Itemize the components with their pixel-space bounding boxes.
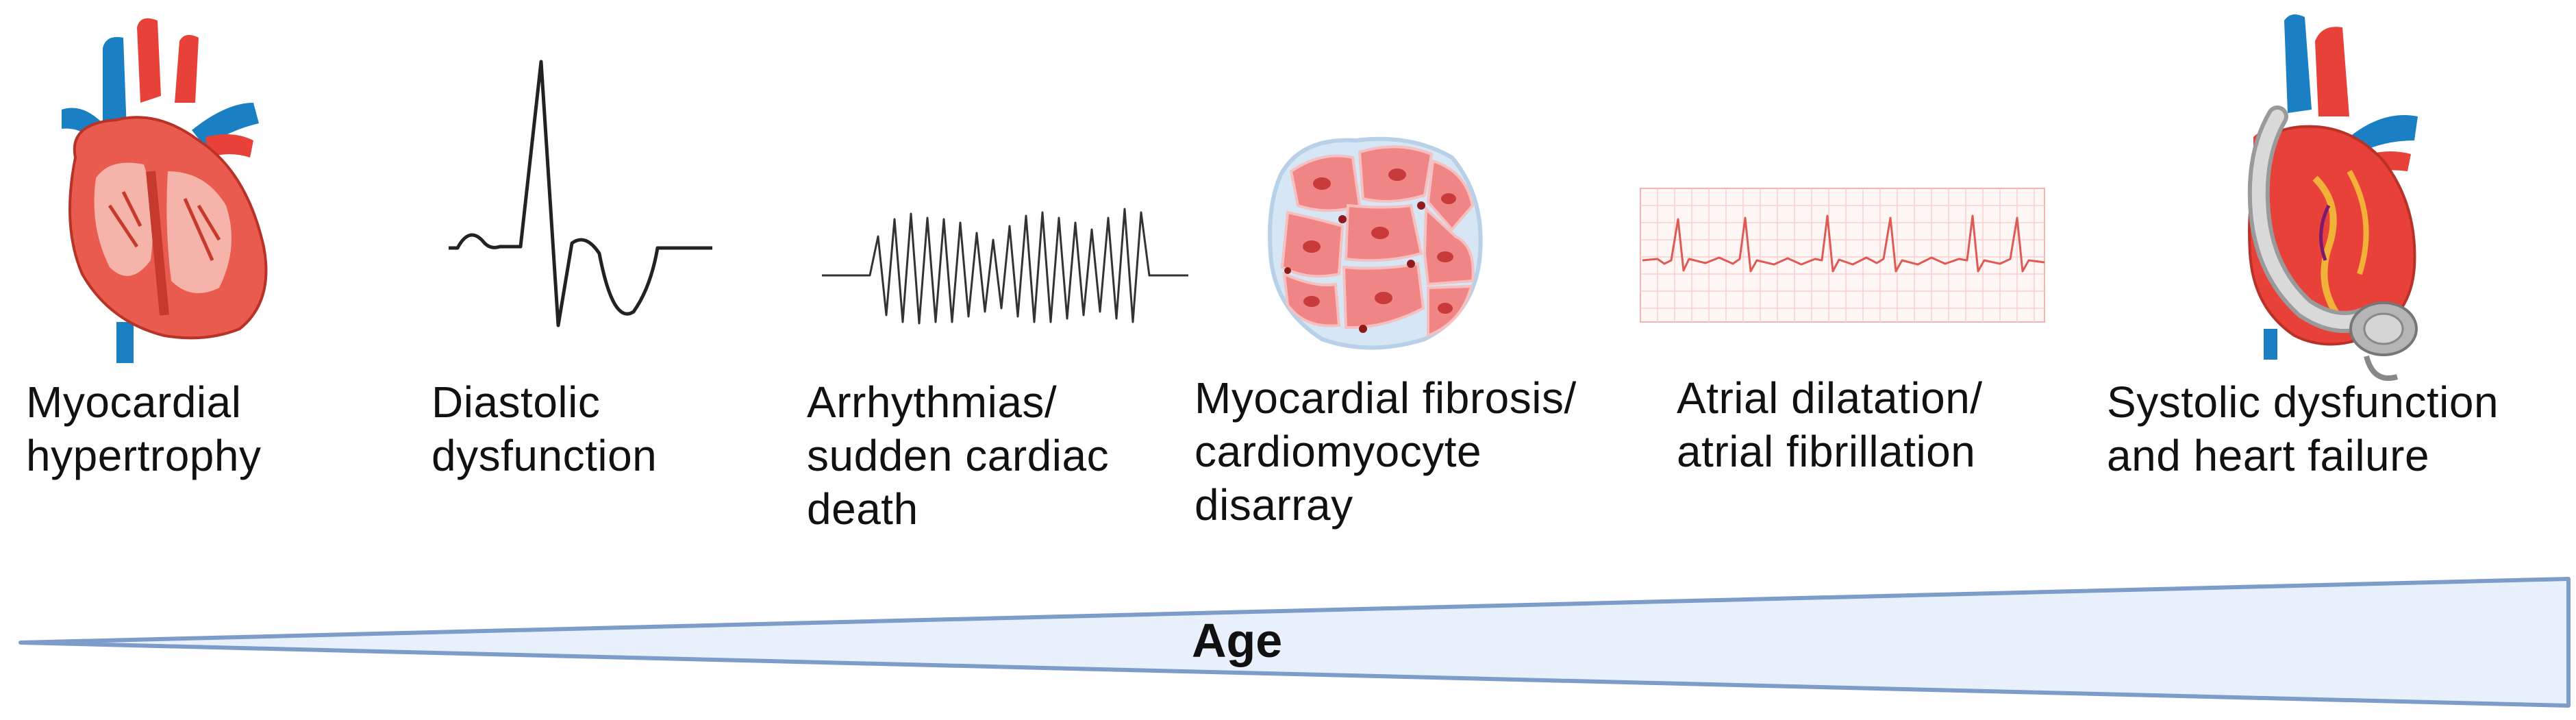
label-line: Myocardial fibrosis/: [1195, 373, 1577, 423]
heart-cross-section-icon: [62, 18, 268, 363]
label-line: Systolic dysfunction: [2107, 377, 2499, 427]
label-myocardial-fibrosis: Myocardial fibrosis/ cardiomyocyte disar…: [1195, 371, 1577, 532]
label-line: cardiomyocyte: [1195, 427, 1482, 476]
label-diastolic-dysfunction: Diastolic dysfunction: [432, 375, 657, 482]
label-heart-failure: Systolic dysfunction and heart failure: [2107, 375, 2499, 482]
label-line: death: [807, 484, 918, 534]
label-line: sudden cardiac: [807, 431, 1110, 480]
label-atrial-fibrillation: Atrial dilatation/ atrial fibrillation: [1677, 371, 1983, 478]
label-line: hypertrophy: [26, 431, 262, 480]
age-label: Age: [1192, 614, 1283, 667]
label-line: Diastolic: [432, 377, 601, 427]
label-line: dysfunction: [432, 431, 658, 480]
age-wedge: [18, 577, 2571, 708]
label-line: and heart failure: [2107, 431, 2430, 480]
heart-with-lvad-icon: [2247, 14, 2418, 381]
ecg-complex-icon: [449, 60, 712, 327]
label-line: disarray: [1195, 480, 1353, 530]
cardiomyocyte-cluster-icon: [1268, 136, 1483, 350]
label-line: Atrial dilatation/: [1677, 373, 1983, 423]
label-myocardial-hypertrophy: Myocardial hypertrophy: [26, 375, 261, 482]
label-line: Myocardial: [26, 377, 242, 427]
label-arrhythmias: Arrhythmias/ sudden cardiac death: [807, 375, 1109, 536]
label-line: Arrhythmias/: [807, 377, 1058, 427]
atrial-fibrillation-ecg-strip-icon: [1640, 188, 2045, 323]
label-line: atrial fibrillation: [1677, 427, 1976, 476]
ventricular-arrhythmia-trace-icon: [822, 208, 1188, 325]
